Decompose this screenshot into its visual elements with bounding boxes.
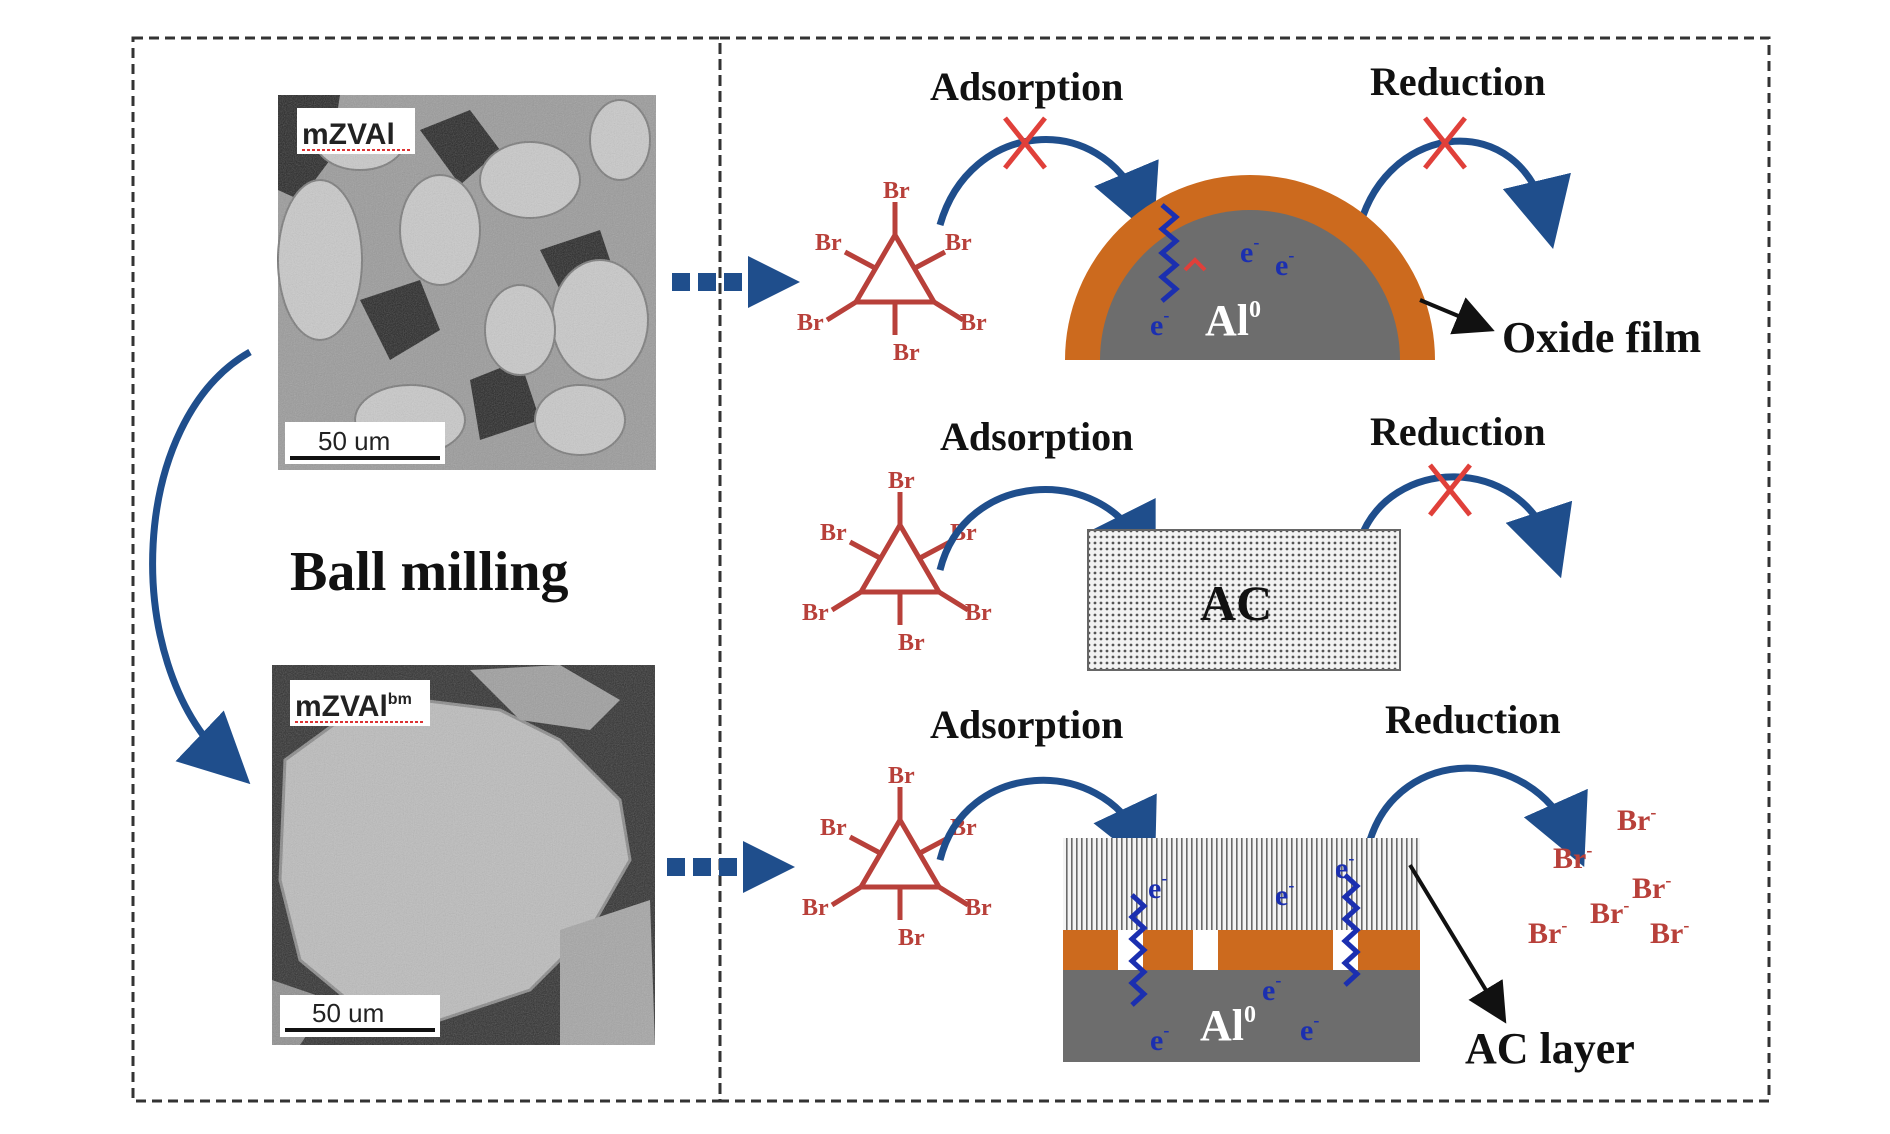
sem-bottom-scale-text: 50 um	[312, 998, 384, 1028]
ball-milling-arrow	[149, 348, 252, 785]
svg-text:e-: e-	[1262, 970, 1281, 1007]
row3-molecule: Br Br Br Br Br Br	[802, 763, 992, 951]
row1-electron-path	[1158, 203, 1180, 303]
row1-adsorption-arrow	[936, 136, 1159, 238]
br-atom-label: Br	[797, 310, 824, 336]
ac-layer	[1063, 838, 1420, 930]
row3-reduction-label: Reduction	[1385, 697, 1561, 742]
row3-electron-paths	[1128, 873, 1361, 1007]
svg-text:e-: e-	[1240, 232, 1259, 269]
sem-top-scale-text: 50 um	[318, 426, 390, 456]
row2-reduction-label: Reduction	[1370, 409, 1546, 454]
row3-adsorption-arrow	[936, 776, 1157, 872]
sem-image-bottom: mZVAlbm 50 um	[272, 665, 655, 1045]
row3-reduction-arrow	[1366, 764, 1588, 867]
row1-adsorption-label: Adsorption	[930, 64, 1123, 109]
br-atom-label: Br	[888, 763, 915, 789]
br-atom-label: Br	[883, 178, 910, 204]
sem-top-label: mZVAl	[302, 118, 395, 151]
svg-text:e-: e-	[1148, 868, 1167, 905]
ac-block-label: AC	[1200, 575, 1272, 631]
row3-core-label: Al0	[1200, 1001, 1256, 1050]
svg-text:e-: e-	[1275, 875, 1294, 912]
released-br-ions: Br- Br- Br- Br- Br- Br-	[1528, 802, 1689, 950]
br-atom-label: Br	[965, 895, 992, 921]
svg-text:e-: e-	[1300, 1010, 1319, 1047]
al-core-bottom	[1063, 970, 1420, 1062]
sem-bottom-label: mZVAlbm	[295, 690, 412, 723]
row2-reduction-cross	[1428, 463, 1472, 517]
dashed-arrow-top	[672, 256, 800, 308]
br-atom-label: Br	[888, 468, 915, 494]
oxide-film-label: Oxide film	[1502, 313, 1701, 362]
row2-adsorption-arrow	[936, 486, 1156, 577]
br-atom-label: Br	[960, 310, 987, 336]
br-atom-label: Br	[945, 230, 972, 256]
row2-adsorption-label: Adsorption	[940, 414, 1133, 459]
ac-layer-pointer	[1408, 863, 1507, 1024]
row1-reduction-cross	[1423, 116, 1467, 170]
ac-block	[1087, 529, 1401, 671]
svg-text:Br-: Br-	[1553, 840, 1592, 875]
row2-molecule: Br Br Br Br Br Br	[802, 468, 992, 656]
row1-reduction-arrow	[1356, 137, 1571, 250]
br-atom-label: Br	[820, 520, 847, 546]
br-atom-label: Br	[965, 600, 992, 626]
br-atom-label: Br	[898, 925, 925, 951]
br-atom-label: Br	[802, 600, 829, 626]
row2-reduction-arrow	[1356, 473, 1573, 579]
br-atom-label: Br	[802, 895, 829, 921]
svg-text:Br-: Br-	[1632, 870, 1671, 905]
svg-text:Br-: Br-	[1650, 915, 1689, 950]
svg-text:Br-: Br-	[1617, 802, 1656, 837]
oxide-film-pointer	[1419, 297, 1495, 335]
br-atom-label: Br	[820, 815, 847, 841]
br-atom-label: Br	[893, 340, 920, 366]
ac-layer-label: AC layer	[1465, 1024, 1635, 1073]
row1-reduction-label: Reduction	[1370, 59, 1546, 104]
svg-text:e-: e-	[1275, 245, 1294, 282]
al-core	[1100, 210, 1400, 360]
svg-text:e-: e-	[1335, 848, 1354, 885]
left-frame	[131, 36, 722, 1103]
row3-adsorption-label: Adsorption	[930, 702, 1123, 747]
svg-text:e-: e-	[1150, 305, 1169, 342]
br-atom-label: Br	[815, 230, 842, 256]
sem-image-top: mZVAl 50 um	[277, 95, 656, 470]
row3-electrons: e- e- e- e- e- e-	[1148, 848, 1354, 1057]
ball-milling-label: Ball milling	[290, 541, 569, 603]
svg-text:Br-: Br-	[1528, 915, 1567, 950]
row1-adsorption-cross	[1003, 116, 1047, 170]
br-atom-label: Br	[898, 630, 925, 656]
oxide-layer	[1063, 930, 1420, 970]
row1-core-label: Al0	[1205, 296, 1261, 345]
row1-electrons: e- e- e-	[1150, 232, 1294, 342]
row1-molecule: Br Br Br Br Br Br	[797, 178, 987, 366]
dashed-arrow-bottom	[667, 841, 795, 893]
svg-text:Br-: Br-	[1590, 895, 1629, 930]
svg-text:e-: e-	[1150, 1020, 1169, 1057]
